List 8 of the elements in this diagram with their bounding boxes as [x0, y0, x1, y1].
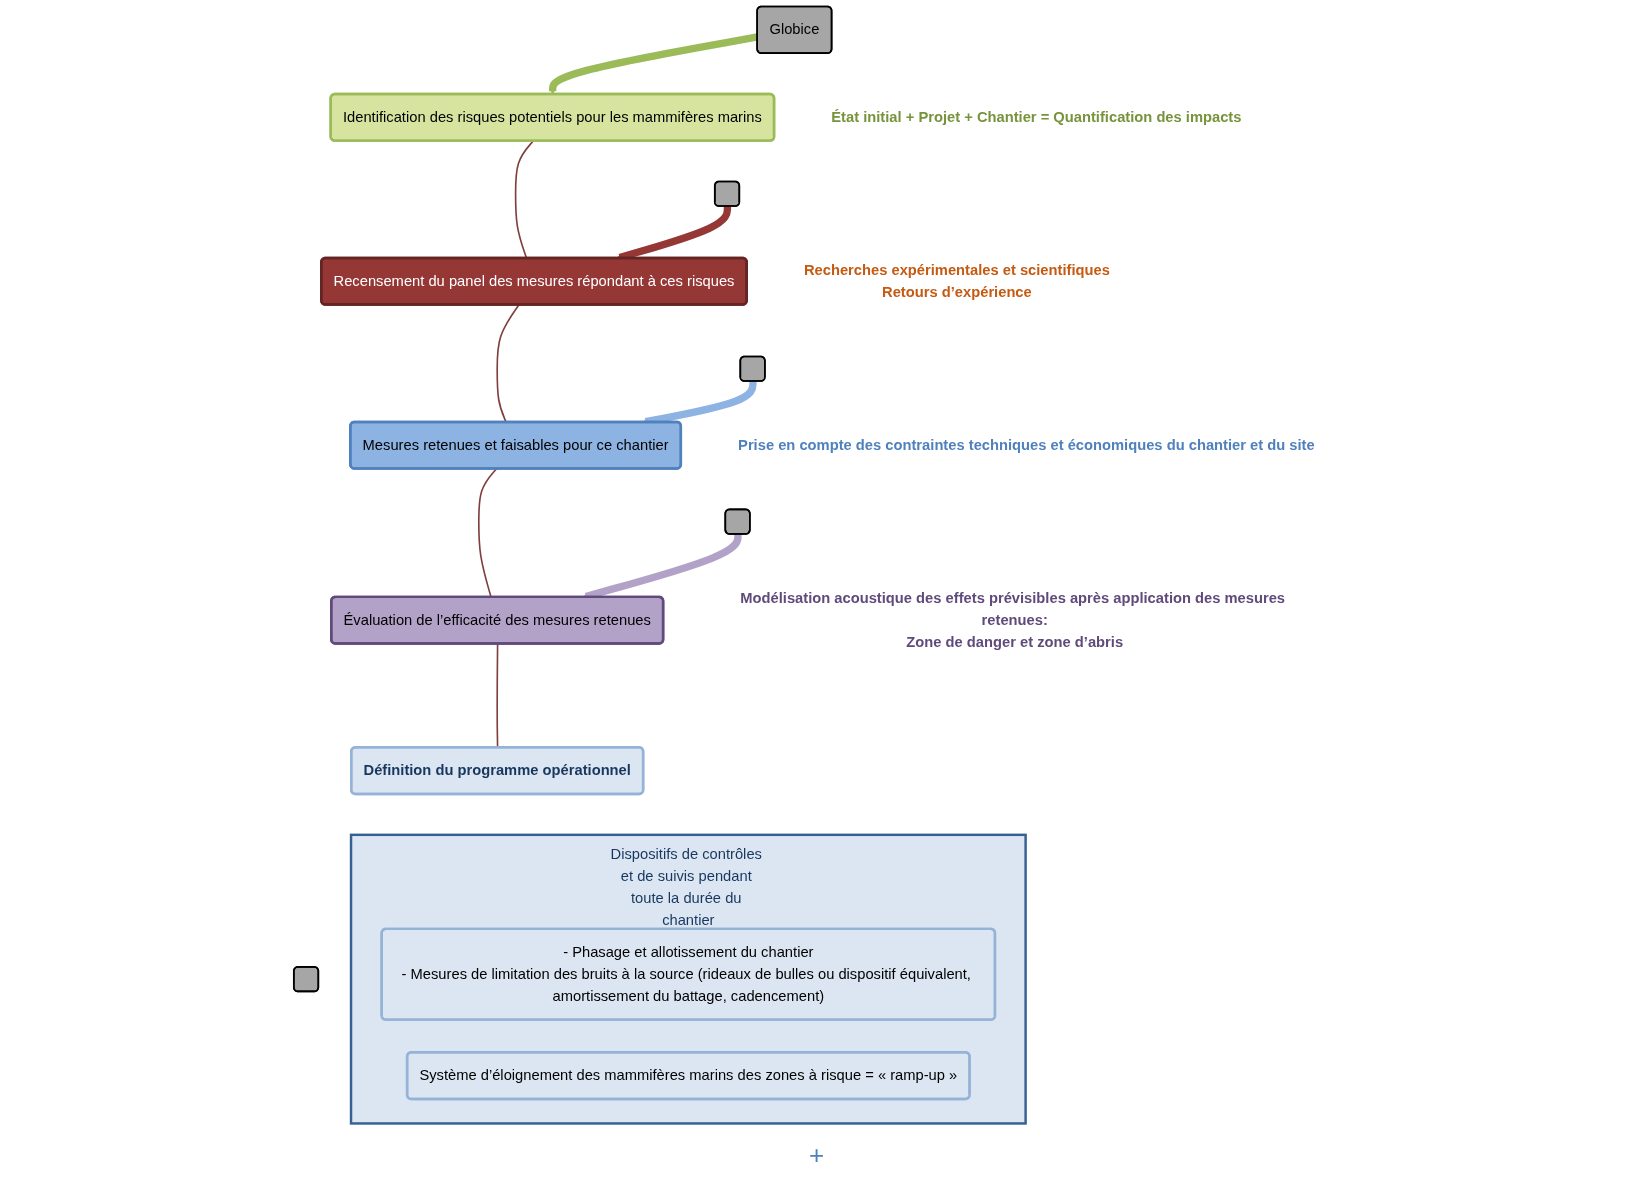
node-label: Retours d’expérience	[882, 283, 1032, 301]
node-label: Recherches expérimentales et scientifiques	[803, 261, 1110, 278]
node-label: Modélisation acoustique des effets prévisibles après application des mesures retenues:	[740, 589, 1286, 628]
node-label: État initial + Projet + Chantier = Quantification des impacts	[831, 108, 1242, 126]
arrow	[549, 33, 759, 95]
node-label: Zone de danger et zone d’abris	[906, 633, 1124, 651]
node-label: Prise en compte des contraintes techniques et économiques du chantier et du site	[738, 436, 1315, 453]
plus-sign: +	[808, 1139, 825, 1171]
